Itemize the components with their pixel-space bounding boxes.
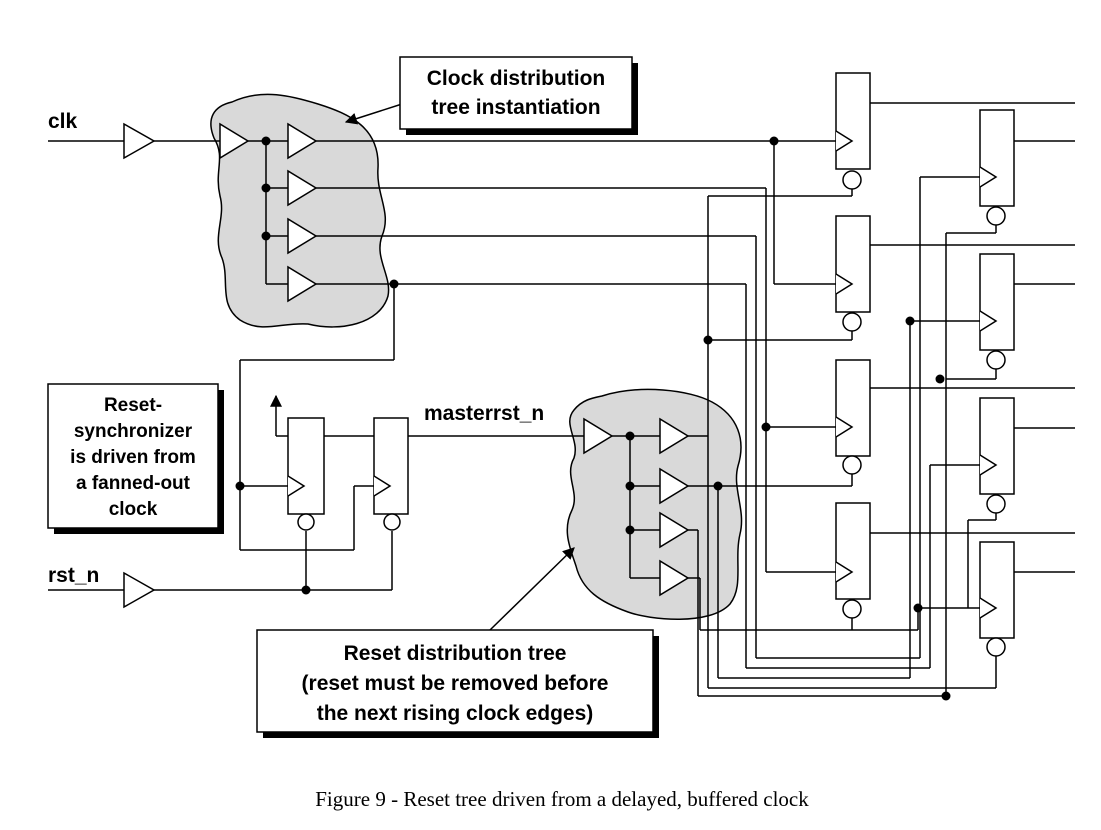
clock-tree-cloud	[210, 93, 390, 328]
clock-callout-pointer	[344, 103, 403, 125]
clk-label: clk	[48, 110, 78, 133]
dff-b3	[979, 397, 1015, 514]
reset-tree-line-1: Reset distribution tree	[344, 642, 567, 665]
reset-sync-line-4: a fanned-out	[76, 473, 191, 494]
masterrst-n-label: masterrst_n	[424, 402, 544, 425]
sync-flop-2	[373, 417, 409, 531]
reset-tree-buffer	[583, 417, 614, 455]
dff-a4	[835, 502, 871, 619]
dff-b1	[979, 109, 1015, 226]
dff-a2	[835, 215, 871, 332]
reset-sync-line-5: clock	[109, 499, 158, 520]
reset-tree-buffer	[659, 559, 690, 597]
junctions	[235, 136, 951, 701]
reset-tree-line-3: the next rising clock edges)	[317, 702, 594, 725]
clock-tree-buffer	[219, 122, 250, 160]
reset-sync-line-1: Reset-	[104, 395, 162, 416]
clock-tree-buffer	[287, 217, 318, 255]
clock-tree-callout: Clock distribution tree instantiation	[399, 56, 638, 135]
reset-sync-line-2: synchronizer	[74, 421, 193, 442]
reset-tree-buffer	[659, 467, 690, 505]
figure-caption: Figure 9 - Reset tree driven from a dela…	[315, 787, 809, 811]
sync-flop-1	[287, 417, 325, 531]
reset-sync-callout: Reset- synchronizer is driven from a fan…	[47, 383, 224, 534]
reset-sync-line-3: is driven from	[70, 447, 196, 468]
reset-callout-pointer	[489, 547, 575, 631]
flip-flops	[287, 72, 1015, 657]
reset-tree-buffer	[659, 511, 690, 549]
dff-a1	[835, 72, 871, 190]
buffers	[123, 122, 690, 609]
clock-tree-buffer	[287, 169, 318, 207]
dff-b2	[979, 253, 1015, 370]
rst-n-label: rst_n	[48, 564, 99, 587]
clock-tree-buffer	[287, 265, 318, 303]
reset-tree-buffer	[659, 417, 690, 455]
reset-tree-line-2: (reset must be removed before	[302, 672, 609, 695]
clock-callout-line-2: tree instantiation	[431, 96, 600, 119]
clock-tree-buffer	[287, 122, 318, 160]
clk-input-buffer	[123, 122, 156, 160]
reset-tree-callout: Reset distribution tree (reset must be r…	[256, 629, 659, 738]
wiring	[48, 102, 1075, 697]
clock-callout-line-1: Clock distribution	[427, 67, 606, 90]
dff-a3	[835, 359, 871, 475]
dff-b4	[979, 541, 1015, 657]
rst-input-buffer	[123, 571, 156, 609]
